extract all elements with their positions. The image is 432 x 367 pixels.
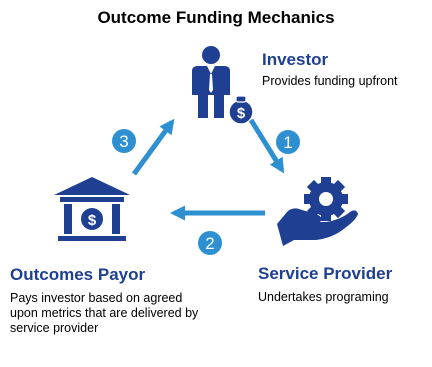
svg-text:$: $ [88, 212, 97, 229]
bank-building-dollar-icon: $ [54, 177, 130, 241]
step-badge-3: 3 [112, 129, 136, 153]
investor-description: Provides funding upfront [262, 74, 398, 88]
service-provider-heading: Service Provider [258, 264, 393, 283]
step-number: 1 [283, 133, 292, 152]
arrow-investor-to-provider [248, 118, 285, 174]
step-number: 2 [205, 234, 214, 253]
step-badge-1: 1 [276, 130, 300, 154]
service-provider-description: Undertakes programing [258, 290, 389, 304]
hand-gear-icon [277, 177, 358, 246]
investor-person-money-bag-icon: $ [192, 46, 254, 125]
svg-text:$: $ [237, 105, 246, 122]
step-number: 3 [119, 132, 128, 151]
investor-heading: Investor [262, 50, 329, 69]
outcomes-payor-description: Pays investor based on agreed upon metri… [10, 291, 199, 335]
arrow-payor-to-investor [131, 118, 175, 176]
diagram-title: Outcome Funding Mechanics [97, 8, 335, 27]
step-badge-2: 2 [198, 231, 222, 255]
outcomes-payor-heading: Outcomes Payor [10, 265, 146, 284]
